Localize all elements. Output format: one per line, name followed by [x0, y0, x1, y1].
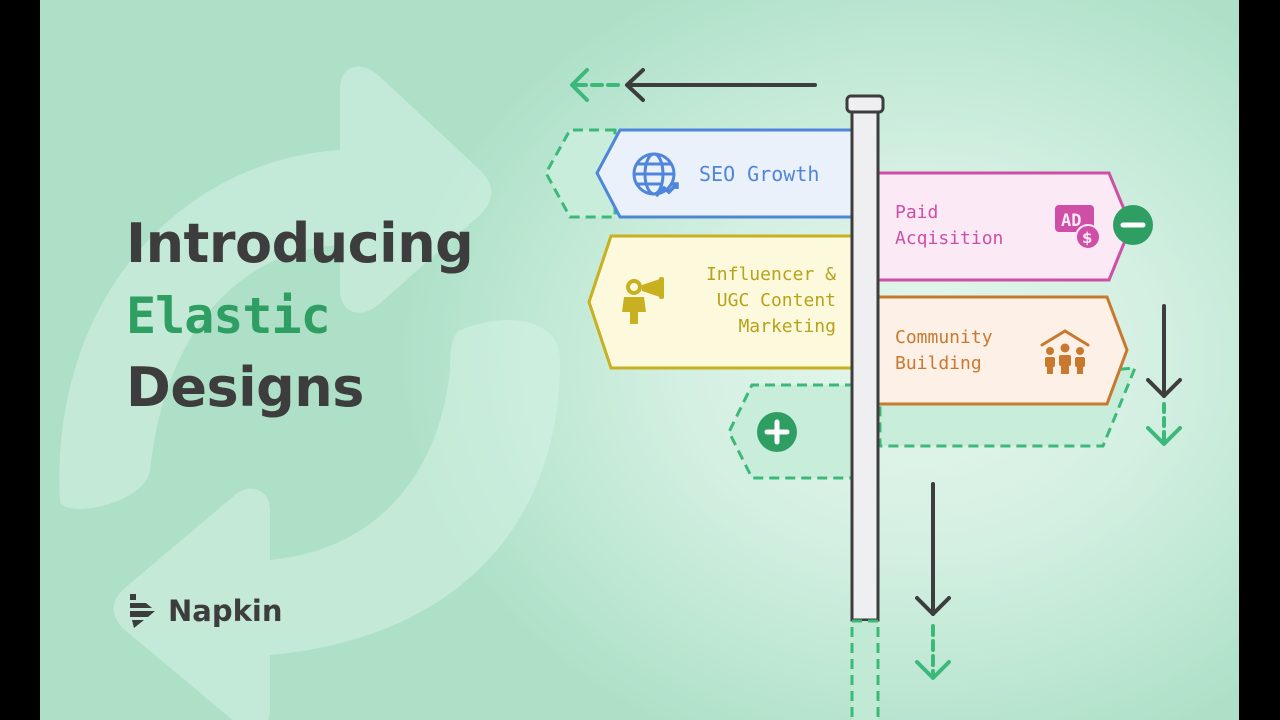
dashed-left-arrow-icon — [570, 68, 620, 102]
sign-label-line: Acqisition — [895, 228, 1004, 249]
sign-label-line: Paid — [895, 202, 939, 223]
remove-sign-button[interactable] — [1113, 205, 1153, 245]
signpost-pole[interactable] — [845, 94, 885, 720]
plus-circle-icon — [764, 419, 790, 445]
dashed-down-arrow-icon — [915, 624, 951, 680]
brand-name: Napkin — [168, 594, 283, 628]
sign-label-seo-growth: SEO Growth — [699, 162, 820, 186]
right-down-arrow-icon — [1146, 304, 1182, 398]
sign-label-community: Community Building — [895, 325, 993, 377]
person-megaphone-icon — [622, 277, 664, 324]
sign-paid-acquisition[interactable]: AD $ — [876, 171, 1133, 282]
headline-line-elastic: Elastic — [126, 287, 331, 345]
sign-label-line: Community — [895, 327, 993, 348]
left-arrow-icon — [625, 68, 817, 102]
headline: Introducing Elastic Designs — [126, 208, 474, 424]
napkin-stripes-logo-icon — [130, 594, 155, 628]
globe-growth-icon — [632, 152, 679, 198]
sign-label-line: UGC Content — [716, 290, 836, 311]
sign-community-building[interactable] — [876, 295, 1129, 406]
svg-text:AD: AD — [1061, 211, 1081, 231]
slide-canvas: Introducing Elastic Designs Napkin — [40, 0, 1239, 720]
sign-label-paid-acquisition: Paid Acqisition — [895, 200, 1003, 252]
ad-dollar-icon: AD $ — [1055, 205, 1101, 250]
add-sign-button[interactable] — [757, 412, 797, 452]
sign-label-influencer: Influencer & UGC Content Marketing — [680, 262, 836, 340]
signpost-diagram: AD $ — [544, 68, 1182, 720]
sign-label-line: Building — [895, 353, 982, 374]
refresh-arrows-background-icon — [59, 66, 560, 720]
napkin-brand: Napkin — [128, 592, 282, 630]
community-house-icon — [1040, 329, 1090, 374]
svg-text:$: $ — [1082, 229, 1092, 247]
headline-line-introducing: Introducing — [126, 212, 474, 275]
headline-line-designs: Designs — [126, 356, 364, 419]
ghost-sign-left — [544, 128, 617, 219]
down-arrow-icon — [915, 482, 951, 616]
sign-label-line: Influencer & — [705, 264, 836, 285]
right-dashed-down-arrow-icon — [1146, 402, 1182, 446]
sign-label-line: Marketing — [738, 316, 836, 337]
